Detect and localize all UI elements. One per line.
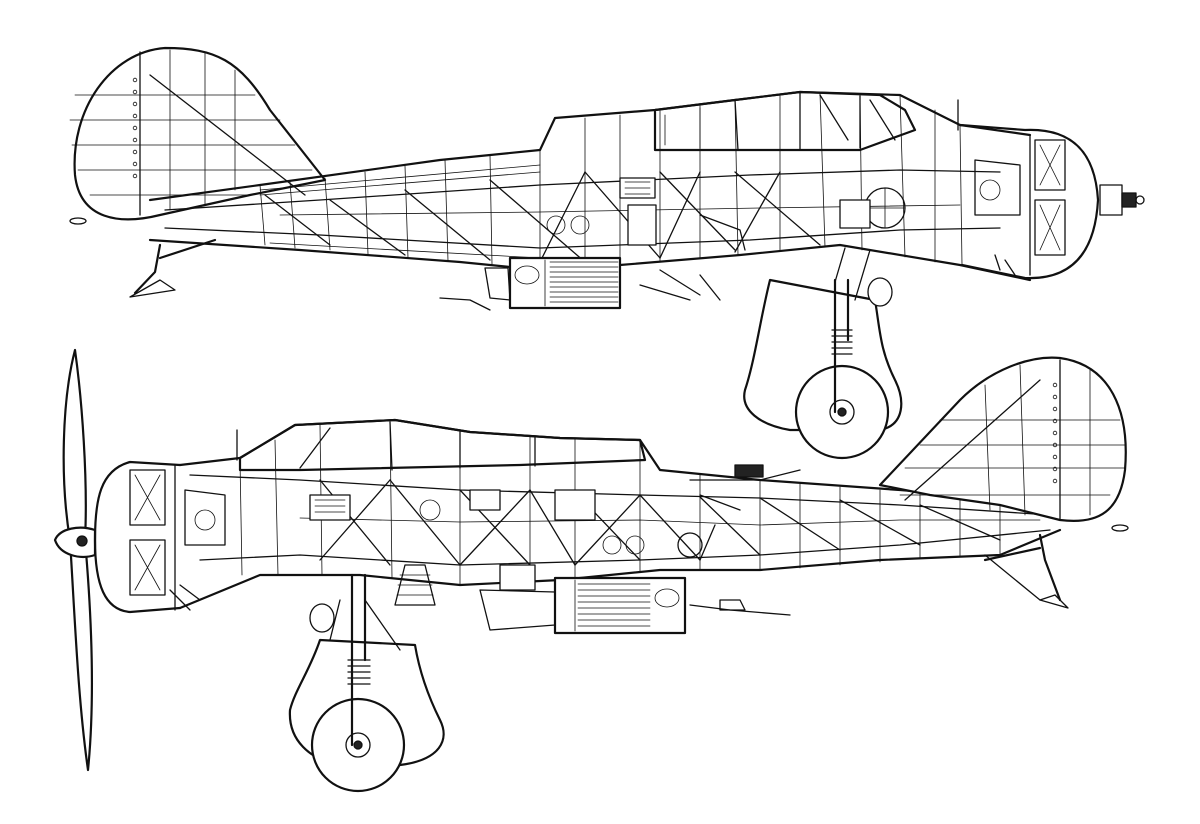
upper-tail-fin — [69, 46, 327, 225]
upper-aircraft-view — [69, 46, 1145, 460]
lower-tail-wheel — [983, 533, 1069, 609]
upper-tail-wheel — [129, 238, 217, 298]
upper-main-landing-gear — [743, 247, 903, 460]
lower-tail-fin — [878, 356, 1129, 532]
lower-aircraft-view — [53, 348, 1129, 793]
upper-bomb-bay — [439, 256, 721, 311]
upper-cockpit-canopy — [653, 90, 959, 152]
lower-main-landing-gear — [288, 573, 445, 793]
lower-cockpit-canopy — [236, 418, 647, 472]
lower-rudder-hinge-holes — [1052, 382, 1058, 484]
upper-internal-equipment — [546, 177, 906, 251]
lower-bomb-bay — [479, 576, 791, 635]
upper-rudder-hinge-holes — [132, 77, 138, 179]
lower-internal-equipment — [309, 489, 645, 606]
lower-propeller — [53, 348, 97, 772]
lower-engine-cowling — [93, 460, 226, 614]
upper-engine-cowling — [958, 123, 1145, 280]
lower-rear-gun — [677, 464, 801, 611]
